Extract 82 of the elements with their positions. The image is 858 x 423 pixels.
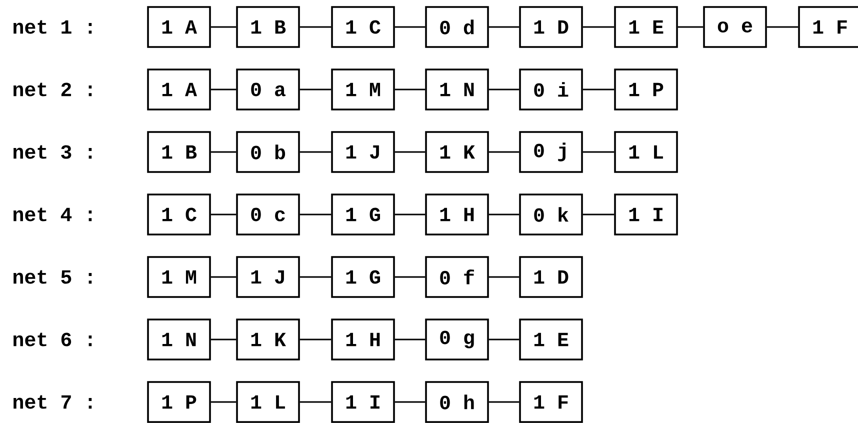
net-label: net 5 : (14, 270, 92, 284)
connector-line (210, 401, 236, 403)
cell-box: 1 C (147, 194, 211, 236)
connector-line (488, 151, 520, 153)
connector-line (394, 88, 426, 90)
cell-box: 1 P (614, 68, 678, 110)
connector-line (300, 88, 332, 90)
cell-box: 0 g (425, 318, 489, 360)
cell-box: 1 P (147, 381, 211, 423)
connector-line (300, 338, 332, 340)
connector-line (582, 214, 614, 216)
net-label: net 2 : (14, 82, 92, 96)
cell-box: 0 c (236, 194, 300, 236)
cell-box: 1 J (331, 131, 395, 173)
connector-line (300, 26, 332, 28)
cell-box: 1 L (614, 131, 678, 173)
connector-line (210, 88, 236, 90)
net-label: net 1 : (14, 20, 92, 34)
connector-line (210, 151, 236, 153)
cell-box: 0 b (236, 131, 300, 173)
cell-box: 1 G (331, 256, 395, 298)
connector-line (394, 214, 426, 216)
cell-box: 1 G (331, 194, 395, 236)
cell-box: 1 I (331, 381, 395, 423)
cell-box: 1 N (425, 68, 489, 110)
cell-box: 1 K (425, 131, 489, 173)
net-label: net 7 : (14, 395, 92, 409)
cell-box: 0 j (519, 131, 583, 173)
connector-line (488, 88, 520, 90)
cell-box: 0 d (425, 6, 489, 48)
cell-box: 1 K (236, 318, 300, 360)
connector-line (488, 338, 520, 340)
connector-line (488, 26, 520, 28)
connector-line (488, 214, 520, 216)
cell-box: 1 H (331, 318, 395, 360)
cell-box: 1 L (236, 381, 300, 423)
connector-line (678, 26, 704, 28)
cell-box: 1 M (331, 68, 395, 110)
cell-box: 1 C (331, 6, 395, 48)
cell-box: 0 k (519, 194, 583, 236)
connector-line (394, 151, 426, 153)
cell-box: 1 M (147, 256, 211, 298)
cell-box: 1 J (236, 256, 300, 298)
connector-line (394, 276, 426, 278)
connector-line (582, 26, 614, 28)
cell-box: 1 F (798, 6, 858, 48)
cell-box: 1 A (147, 6, 211, 48)
connector-line (300, 151, 332, 153)
connector-line (766, 26, 798, 28)
cell-box: 0 h (425, 381, 489, 423)
cell-box: 0 i (519, 68, 583, 110)
connector-line (210, 214, 236, 216)
connector-line (394, 338, 426, 340)
cell-box: 1 I (614, 194, 678, 236)
connector-line (582, 151, 614, 153)
cell-box: 1 B (147, 131, 211, 173)
connector-line (394, 401, 426, 403)
connector-line (210, 26, 236, 28)
connector-line (300, 401, 332, 403)
cell-box: 1 E (519, 318, 583, 360)
connector-line (582, 88, 614, 90)
cell-box: 1 D (519, 6, 583, 48)
cell-box: 1 D (519, 256, 583, 298)
connector-line (210, 338, 236, 340)
connector-line (300, 214, 332, 216)
connector-line (394, 26, 426, 28)
cell-box: 0 a (236, 68, 300, 110)
connector-line (300, 276, 332, 278)
cell-box: 1 F (519, 381, 583, 423)
connector-line (210, 276, 236, 278)
cell-box: 1 N (147, 318, 211, 360)
cell-box: 1 A (147, 68, 211, 110)
net-label: net 4 : (14, 208, 92, 222)
net-label: net 6 : (14, 332, 92, 346)
cell-box: 0 f (425, 256, 489, 298)
connector-line (488, 276, 520, 278)
cell-box: o e (703, 6, 767, 48)
net-label: net 3 : (14, 145, 92, 159)
connector-line (488, 401, 520, 403)
cell-box: 1 E (614, 6, 678, 48)
cell-box: 1 B (236, 6, 300, 48)
cell-box: 1 H (425, 194, 489, 236)
